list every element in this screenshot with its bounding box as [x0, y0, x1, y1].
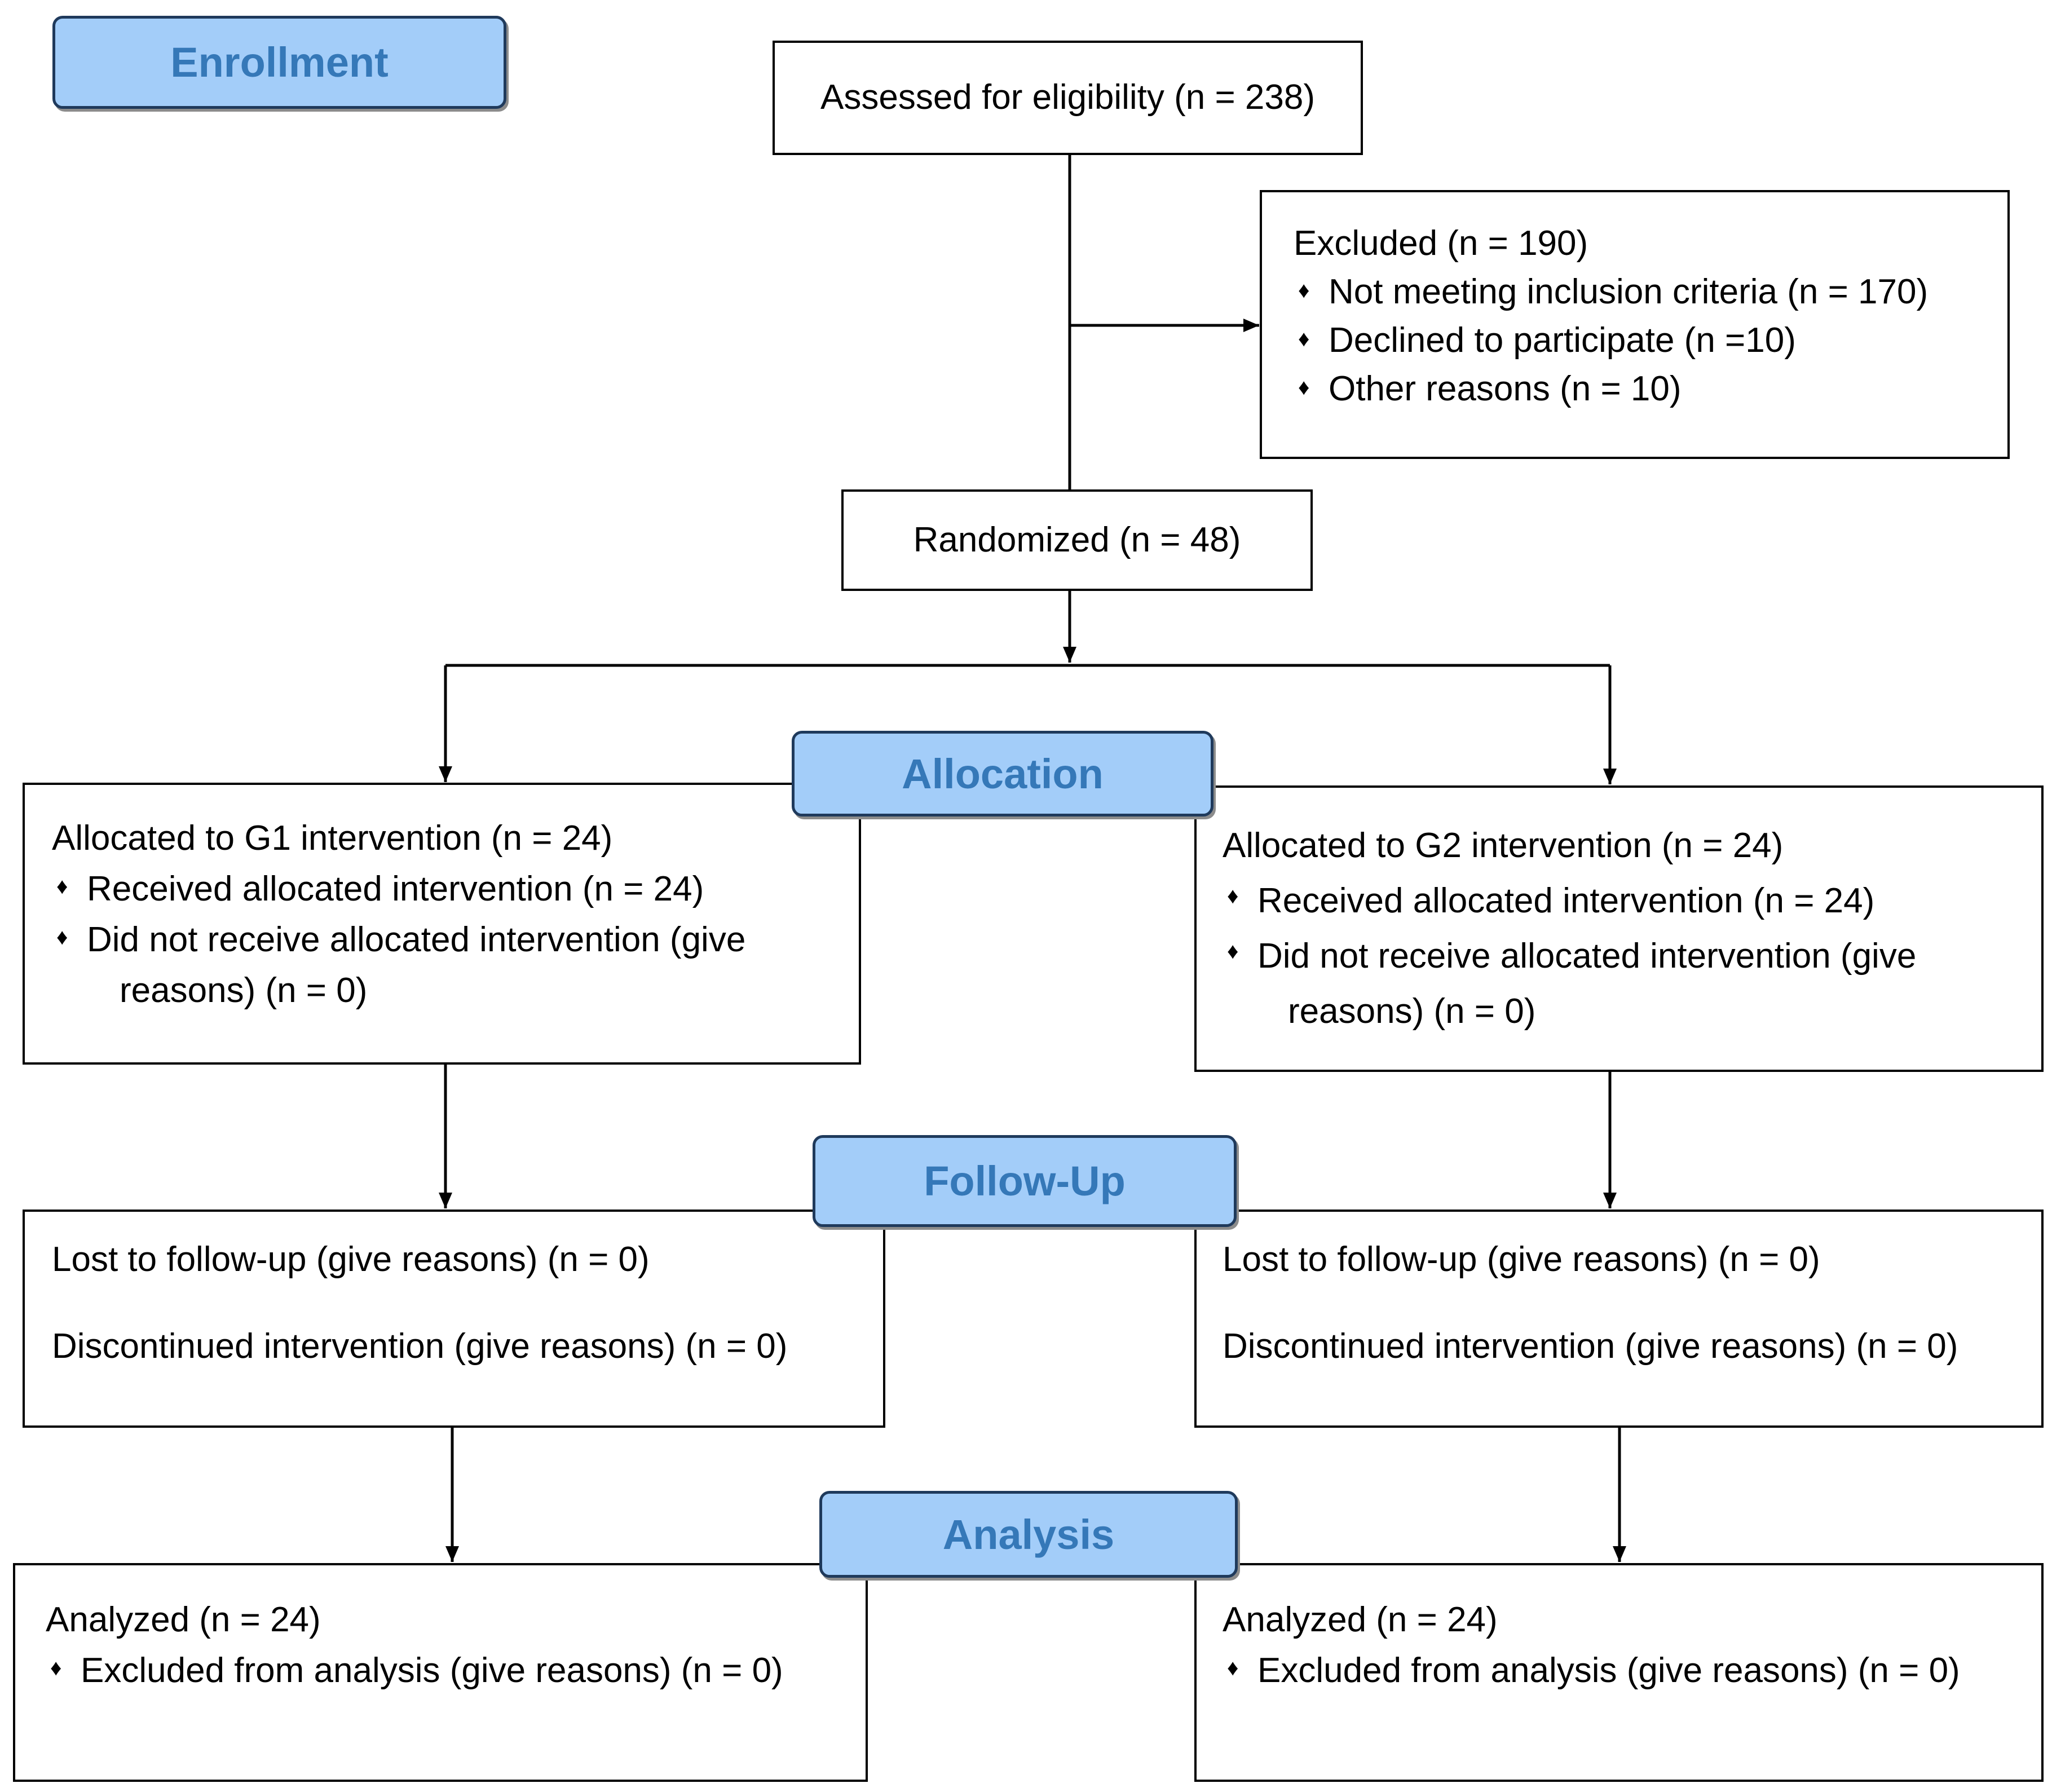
follow-up-g1-lost: Lost to follow-up (give reasons) (n = 0) [52, 1240, 650, 1279]
allocation-g2-not-received-cont: reasons) (n = 0) [1288, 992, 1536, 1031]
stage-label-enrollment: Enrollment [52, 16, 506, 109]
follow-up-g2-lost: Lost to follow-up (give reasons) (n = 0) [1223, 1240, 1820, 1279]
follow-up-g1-box: Lost to follow-up (give reasons) (n = 0)… [23, 1210, 885, 1428]
stage-label-allocation-text: Allocation [902, 750, 1104, 797]
randomized-text: Randomized (n = 48) [913, 520, 1241, 559]
assessed-text: Assessed for eligibility (n = 238) [820, 78, 1316, 117]
analysis-g2-box: Analyzed (n = 24) Excluded from analysis… [1194, 1563, 2044, 1782]
analysis-g2-excluded: Excluded from analysis (give reasons) (n… [1223, 1645, 2041, 1696]
allocation-g2-not-received: Did not receive allocated intervention (… [1223, 929, 2041, 984]
stage-label-analysis-text: Analysis [942, 1511, 1115, 1558]
randomized-box: Randomized (n = 48) [841, 489, 1313, 591]
analysis-g2-title: Analyzed (n = 24) [1223, 1600, 1498, 1639]
analysis-g1-box: Analyzed (n = 24) Excluded from analysis… [13, 1563, 868, 1782]
excluded-item-declined: Declined to participate (n =10) [1294, 316, 2007, 365]
assessed-box: Assessed for eligibility (n = 238) [773, 41, 1363, 155]
stage-label-follow-up: Follow-Up [813, 1135, 1237, 1227]
stage-label-enrollment-text: Enrollment [170, 39, 389, 86]
allocation-g1-title: Allocated to G1 intervention (n = 24) [52, 819, 613, 858]
follow-up-g1-discontinued: Discontinued intervention (give reasons)… [52, 1327, 788, 1366]
allocation-g1-box: Allocated to G1 intervention (n = 24) Re… [23, 783, 861, 1065]
allocation-g2-received: Received allocated intervention (n = 24) [1223, 873, 2041, 929]
stage-label-analysis: Analysis [819, 1491, 1238, 1578]
stage-label-allocation: Allocation [792, 731, 1213, 816]
excluded-title: Excluded (n = 190) [1294, 224, 1588, 263]
analysis-g1-title: Analyzed (n = 24) [46, 1600, 321, 1639]
follow-up-g2-discontinued: Discontinued intervention (give reasons)… [1223, 1327, 1958, 1366]
allocation-g2-box: Allocated to G2 intervention (n = 24) Re… [1194, 785, 2044, 1072]
allocation-g1-received: Received allocated intervention (n = 24) [52, 864, 859, 915]
allocation-g2-title: Allocated to G2 intervention (n = 24) [1223, 826, 1784, 865]
analysis-g1-excluded: Excluded from analysis (give reasons) (n… [46, 1645, 866, 1696]
excluded-box: Excluded (n = 190) Not meeting inclusion… [1260, 190, 2010, 459]
allocation-g1-not-received-cont: reasons) (n = 0) [120, 971, 368, 1010]
stage-label-follow-up-text: Follow-Up [924, 1158, 1126, 1204]
excluded-item-criteria: Not meeting inclusion criteria (n = 170) [1294, 268, 2007, 316]
follow-up-g2-box: Lost to follow-up (give reasons) (n = 0)… [1194, 1210, 2044, 1428]
allocation-g1-not-received: Did not receive allocated intervention (… [52, 915, 859, 965]
excluded-item-other: Other reasons (n = 10) [1294, 365, 2007, 413]
